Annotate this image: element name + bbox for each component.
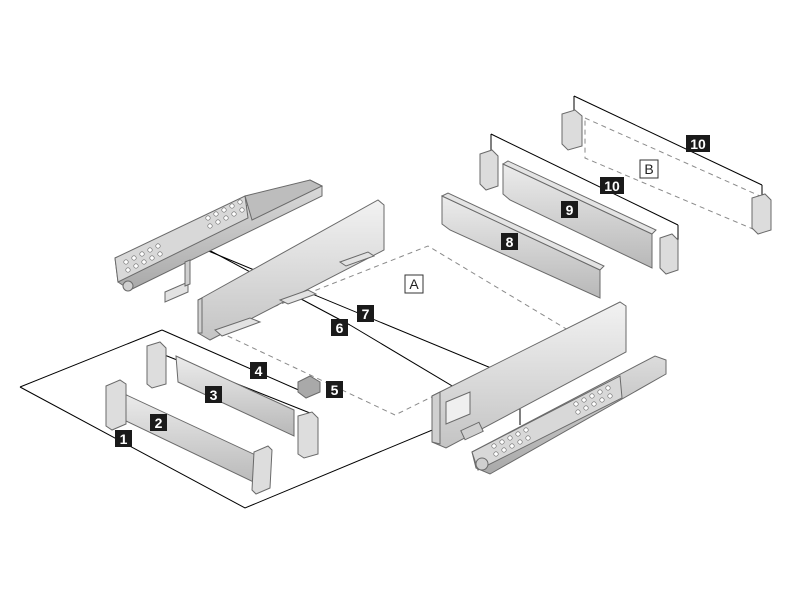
callout-4-label: 4 [255, 363, 263, 379]
callout-8-label: 8 [506, 234, 514, 250]
front-assembly-outline [19, 329, 467, 509]
callout-10-upper: 10 [686, 135, 710, 152]
callout-6-label: 6 [336, 320, 344, 336]
back-connector-10-lower [479, 149, 679, 275]
callout-9: 9 [561, 201, 578, 218]
callout-6: 6 [331, 319, 348, 336]
callout-10-lower-label: 10 [604, 178, 620, 194]
area-label-a-text: A [409, 276, 419, 292]
left-runner-holes [123, 199, 245, 273]
right-drawer-side [431, 301, 627, 449]
callout-5-label: 5 [331, 382, 339, 398]
callout-2-label: 2 [155, 415, 163, 431]
callout-4: 4 [250, 362, 267, 379]
callout-3-label: 3 [210, 387, 218, 403]
front-panel-3 [146, 341, 319, 459]
callout-7-label: 7 [362, 306, 370, 322]
area-label-b-text: B [644, 161, 653, 177]
area-label-a: A [404, 274, 424, 294]
callout-5: 5 [326, 381, 343, 398]
left-drawer-side [197, 199, 385, 341]
callout-8: 8 [501, 233, 518, 250]
callout-1: 1 [115, 430, 132, 447]
front-fixing-bracket-left [164, 259, 191, 303]
area-label-b: B [639, 159, 659, 179]
callout-9-label: 9 [566, 202, 574, 218]
back-panel-8 [440, 192, 605, 299]
callout-1-label: 1 [120, 431, 128, 447]
right-runner [471, 355, 667, 475]
callout-2: 2 [150, 414, 167, 431]
callout-10-lower: 10 [600, 177, 624, 194]
left-runner [114, 179, 324, 292]
callout-7: 7 [357, 305, 374, 322]
clip-part-5 [297, 375, 321, 399]
right-runner-holes [491, 385, 613, 457]
back-connector-10-upper [561, 109, 772, 235]
callout-3: 3 [205, 386, 222, 403]
callout-10-upper-label: 10 [690, 136, 706, 152]
